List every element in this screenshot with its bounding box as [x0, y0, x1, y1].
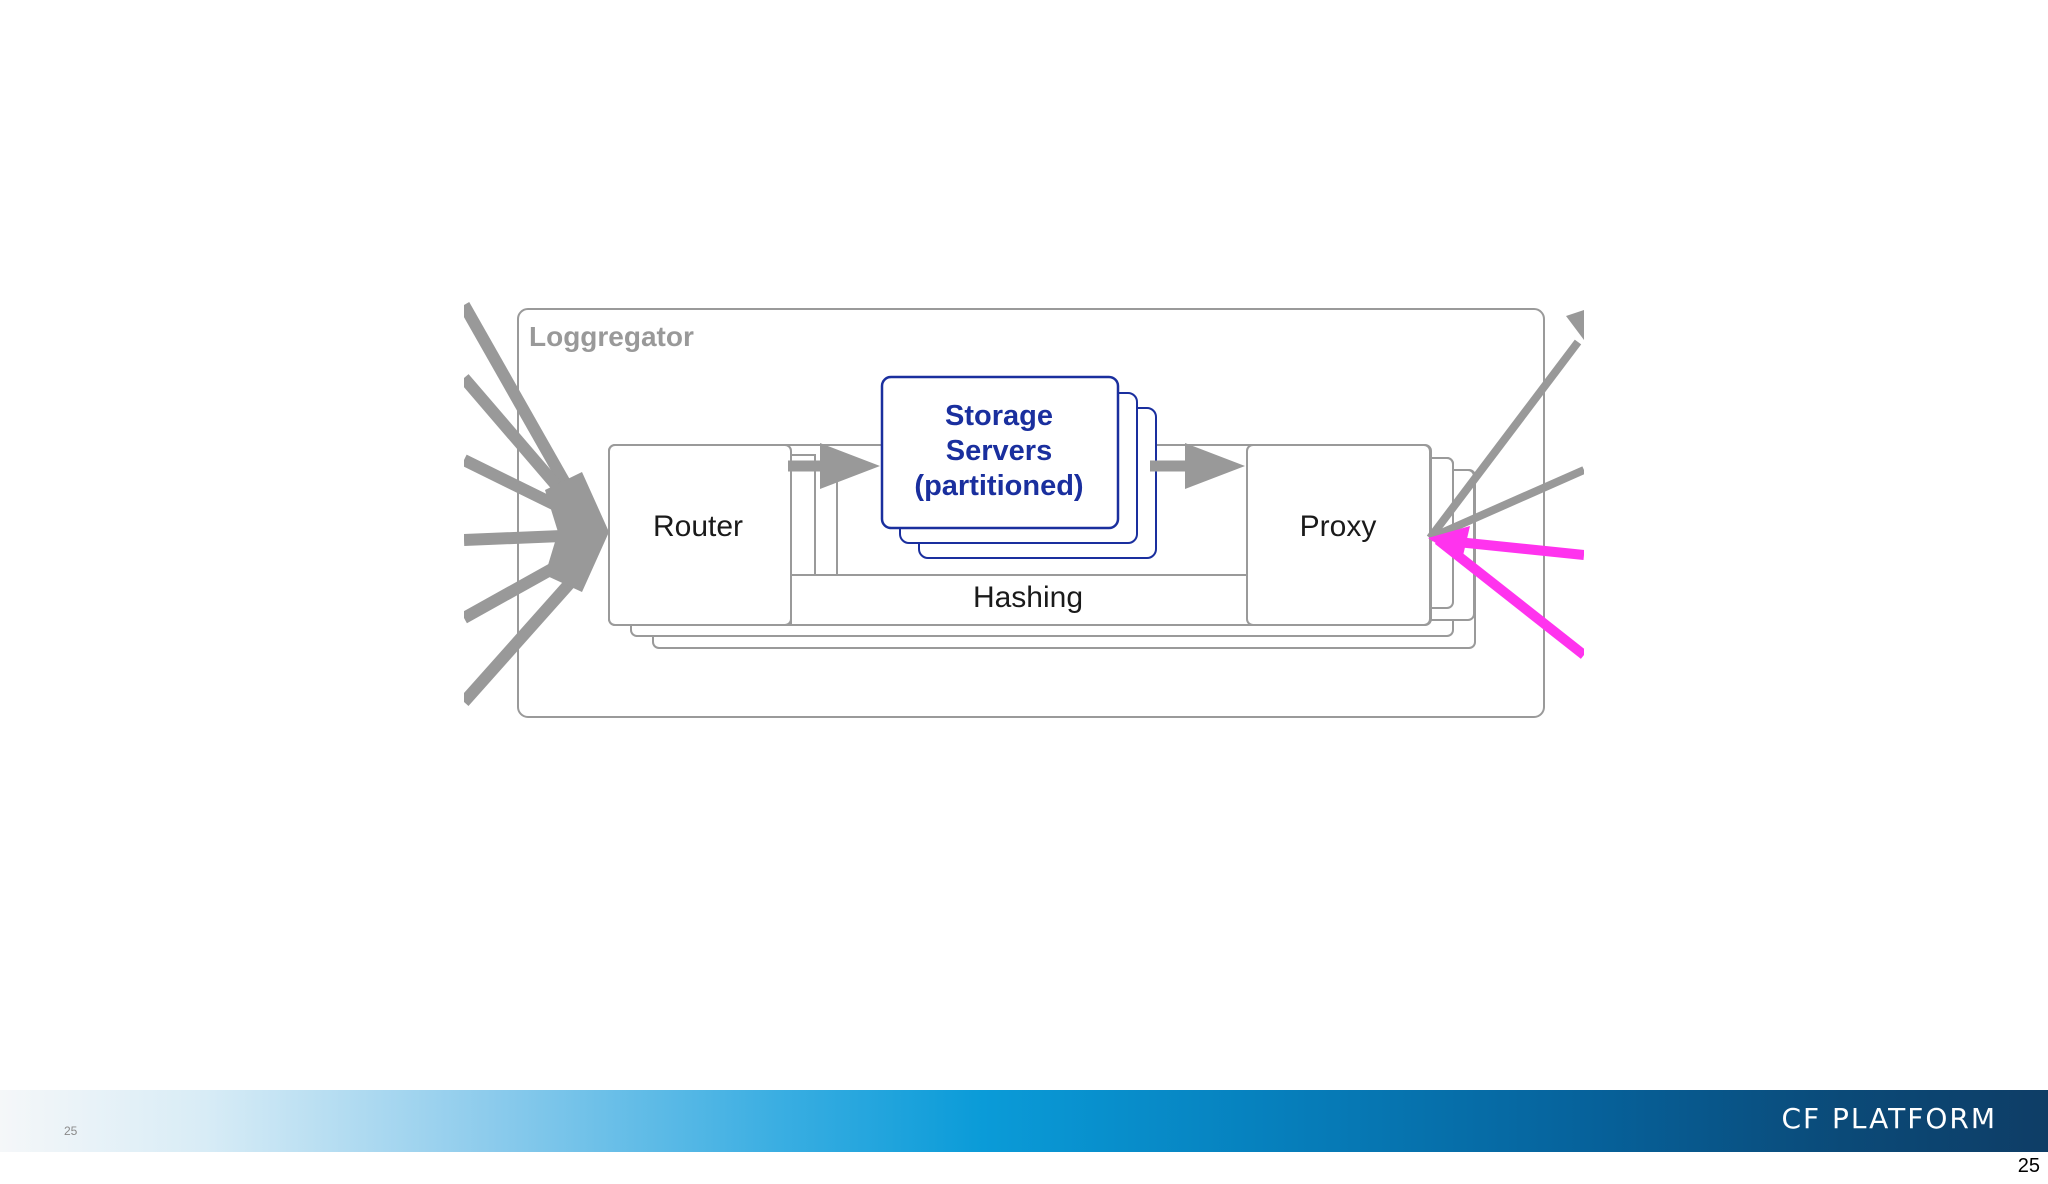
hashing-box [790, 574, 1250, 626]
incoming-arrows [458, 302, 609, 706]
footer-banner [0, 1090, 2048, 1152]
storage-label-line2: Servers [946, 435, 1052, 467]
brand-logo-text: CF PLATFORM [1781, 1102, 1997, 1135]
storage-to-proxy-arrow [1150, 443, 1245, 489]
slide-page-number: 25 [2017, 1155, 2040, 1177]
loggregator-label: Loggregator [529, 321, 694, 352]
hashing-label: Hashing [973, 581, 1083, 614]
outgoing-gray-arrows [1426, 310, 1586, 542]
storage-servers-box [880, 375, 1120, 530]
storage-label-line3: (partitioned) [914, 470, 1083, 502]
router-label: Router [653, 510, 743, 543]
router-to-storage-arrow [788, 443, 880, 489]
storage-label-line1: Storage [945, 400, 1053, 432]
proxy-label: Proxy [1300, 510, 1377, 543]
footer-small-page-number: 25 [64, 1124, 78, 1138]
outgoing-highlight-arrows [1428, 526, 1588, 659]
router-stack-edge-1 [790, 454, 816, 576]
